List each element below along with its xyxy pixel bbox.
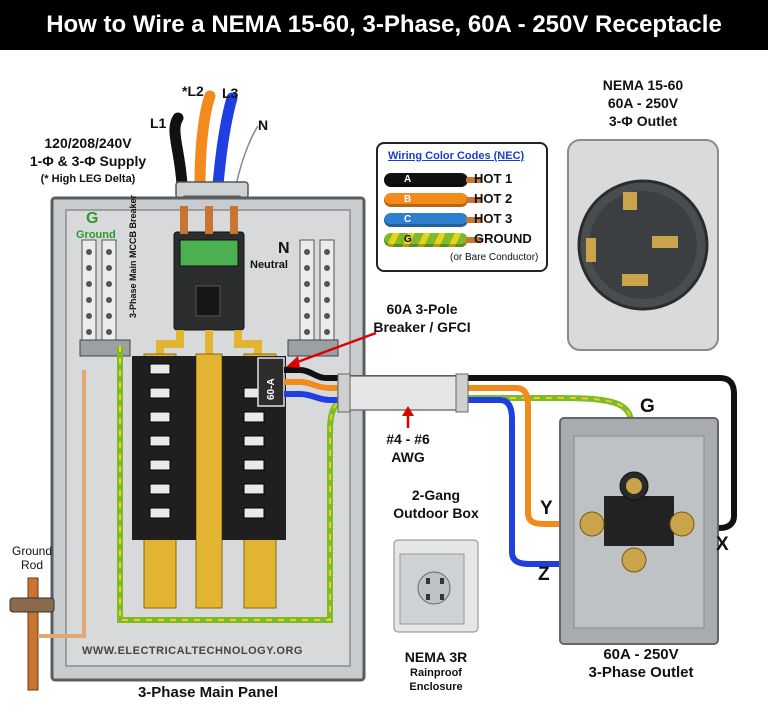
- color-code-legend: Wiring Color Codes (NEC) A HOT 1 B HOT 2…: [376, 142, 548, 272]
- legend-title: Wiring Color Codes (NEC): [388, 150, 525, 162]
- terminal-y-label: Y: [540, 498, 553, 519]
- legend-swatch-hot2: B: [384, 193, 482, 207]
- breaker-tag: 60-A: [266, 378, 277, 400]
- neutral-letter: N: [278, 240, 290, 257]
- ground-rod-label-2: Rod: [20, 558, 43, 572]
- outdoor-box-caption3: Enclosure: [409, 681, 463, 693]
- legend-note: (or Bare Conductor): [450, 252, 539, 263]
- ground-rod-label-1: Ground: [11, 544, 53, 558]
- breaker-callout-line2: Breaker / GFCI: [373, 319, 471, 335]
- legend-swatch-hot1: A: [384, 173, 482, 187]
- legend-row-hot3: C HOT 3: [384, 210, 542, 230]
- wire-label-l2: *L2: [182, 83, 204, 99]
- breaker-callout-line1: 60A 3-Pole: [386, 301, 458, 317]
- main-breaker-label: 3-Phase Main MCCB Breaker: [128, 194, 138, 318]
- supply-voltage: 120/208/240V: [44, 135, 132, 151]
- outlet-bottom-caption2: 3-Phase Outlet: [588, 664, 694, 681]
- ground-label: Ground: [76, 229, 116, 241]
- wire-label-l1: L1: [150, 115, 167, 131]
- neutral-label: Neutral: [250, 259, 288, 271]
- outdoor-box-caption2: Rainproof: [410, 667, 462, 679]
- outdoor-box-line1: 2-Gang: [411, 487, 461, 503]
- cable-gauge: #4 - #6: [386, 431, 430, 447]
- wire-label-l3: L3: [222, 85, 239, 101]
- terminal-z-label: Z: [538, 564, 550, 585]
- supply-note: (* High LEG Delta): [40, 173, 136, 185]
- legend-row-hot2: B HOT 2: [384, 190, 542, 210]
- legend-swatch-hot3: C: [384, 213, 482, 227]
- wiring-diagram: [9, 90, 737, 691]
- wire-label-n: N: [258, 117, 269, 133]
- outdoor-box-line2: Outdoor Box: [393, 505, 479, 521]
- legend-row-ground: G GROUND: [384, 230, 542, 250]
- cable-awg: AWG: [391, 449, 425, 465]
- outlet-top-line3: 3-Φ Outlet: [608, 113, 678, 129]
- legend-row-hot1: A HOT 1: [384, 170, 542, 190]
- outlet-top-line2: 60A - 250V: [607, 95, 679, 111]
- outdoor-box-caption1: NEMA 3R: [404, 649, 468, 665]
- legend-swatch-ground: G: [384, 233, 482, 247]
- supply-wires: [169, 90, 264, 191]
- outlet-top-line1: NEMA 15-60: [602, 77, 684, 93]
- website-watermark: WWW.ELECTRICALTECHNOLOGY.ORG: [82, 645, 303, 657]
- supply-phase: 1-Φ & 3-Φ Supply: [29, 153, 147, 169]
- ground-letter: G: [86, 210, 99, 227]
- terminal-g-label: G: [640, 396, 655, 417]
- page-title: How to Wire a NEMA 15-60, 3-Phase, 60A -…: [0, 0, 768, 50]
- panel-caption: 3-Phase Main Panel: [137, 684, 279, 701]
- terminal-x-label: X: [716, 534, 729, 555]
- outlet-bottom-caption1: 60A - 250V: [603, 646, 679, 663]
